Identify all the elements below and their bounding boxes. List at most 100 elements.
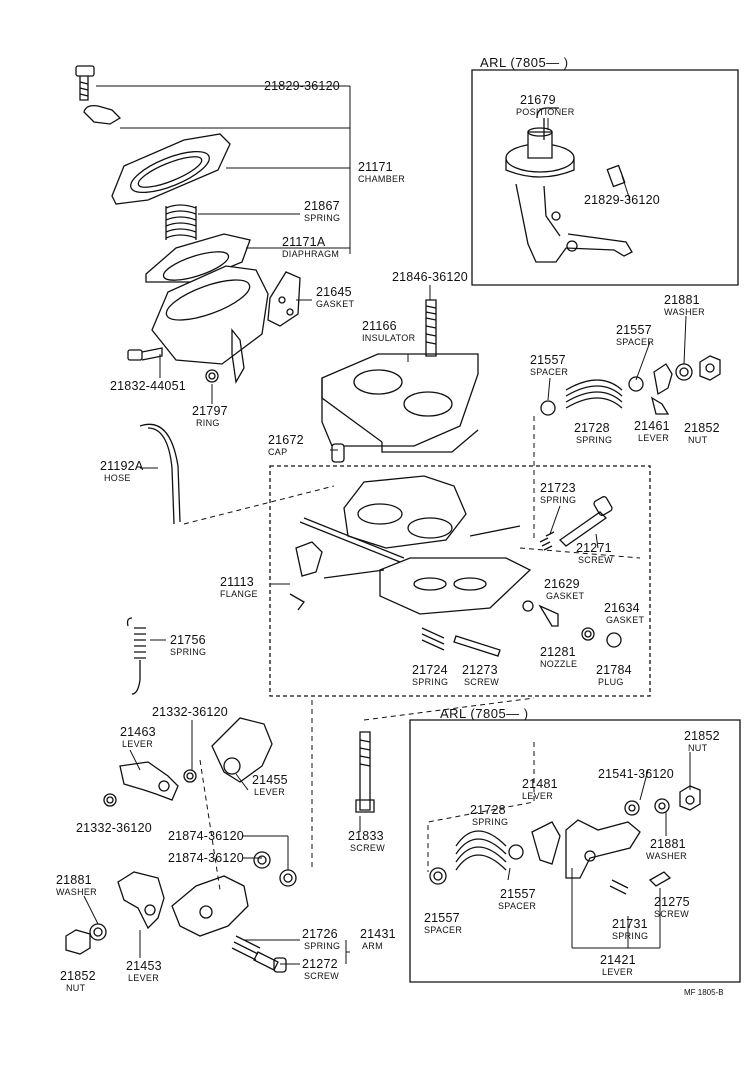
spring-21756-drawing — [128, 618, 147, 694]
label-21166-name: INSULATOR — [362, 333, 416, 343]
label-21731-name: SPRING — [612, 931, 649, 941]
label-21113-number: 21113 — [220, 575, 254, 589]
arl-lever-box — [410, 720, 740, 982]
lower-left-levers-drawing — [66, 718, 296, 972]
hose-drawing — [140, 424, 180, 524]
label-21421-number: 21421 — [600, 953, 636, 967]
label-21833-number: 21833 — [348, 829, 384, 843]
label-21166-number: 21166 — [362, 319, 397, 333]
label-21723-number: 21723 — [540, 481, 576, 495]
label-21867-number: 21867 — [304, 199, 340, 213]
label-21874-36120-a: 21874-36120 — [168, 829, 244, 843]
label-21874-36120-b: 21874-36120 — [168, 851, 244, 865]
label-21272-name: SCREW — [304, 971, 339, 981]
insulator-drawing — [322, 300, 478, 452]
label-21192a-name: HOSE — [104, 473, 131, 483]
flange-drawing — [290, 444, 621, 656]
label-21731-number: 21731 — [612, 917, 648, 931]
label-21881-c-number: 21881 — [650, 837, 686, 851]
label-21728-b-name: SPRING — [472, 817, 509, 827]
label-21829-36120-b: 21829-36120 — [584, 193, 660, 207]
label-21852-b-name: NUT — [66, 983, 86, 993]
label-21275-number: 21275 — [654, 895, 690, 909]
label-21192a-number: 21192A — [100, 459, 144, 473]
label-21634-number: 21634 — [604, 601, 640, 615]
label-21679-number: 21679 — [520, 93, 556, 107]
label-21171-name: CHAMBER — [358, 174, 406, 184]
label-21557-c-name: SPACER — [498, 901, 537, 911]
label-21171-number: 21171 — [358, 160, 393, 174]
label-21629-number: 21629 — [544, 577, 580, 591]
label-21421-name: LEVER — [602, 967, 634, 977]
label-21271-number: 21271 — [576, 541, 612, 555]
label-21455-name: LEVER — [254, 787, 286, 797]
arl-top-box-title: ARL (7805— ) — [480, 55, 569, 70]
label-21881-b-name: WASHER — [56, 887, 97, 897]
label-21272-number: 21272 — [302, 957, 338, 971]
label-21455-number: 21455 — [252, 773, 288, 787]
arl-bottom-box-title: ARL (7805— ) — [440, 706, 529, 721]
label-21463-number: 21463 — [120, 725, 156, 739]
chamber-assembly-drawing — [76, 66, 300, 382]
label-21557-d-number: 21557 — [424, 911, 460, 925]
label-21481-name: LEVER — [522, 791, 554, 801]
label-21557-a-number: 21557 — [616, 323, 652, 337]
label-21113-name: FLANGE — [220, 589, 258, 599]
label-21756-number: 21756 — [170, 633, 206, 647]
label-21557-a-name: SPACER — [616, 337, 655, 347]
label-21273-name: SCREW — [464, 677, 499, 687]
label-21431-number: 21431 — [360, 927, 396, 941]
label-21784-number: 21784 — [596, 663, 632, 677]
label-21852-c-number: 21852 — [684, 729, 720, 743]
label-21271-name: SCREW — [578, 555, 613, 565]
label-21273-number: 21273 — [462, 663, 498, 677]
label-21784-name: PLUG — [598, 677, 624, 687]
label-21481-number: 21481 — [522, 777, 558, 791]
label-21881-b-number: 21881 — [56, 873, 92, 887]
label-21852-a-name: NUT — [688, 435, 708, 445]
label-21645-name: GASKET — [316, 299, 355, 309]
label-21557-b-name: SPACER — [530, 367, 569, 377]
label-21846-36120: 21846-36120 — [392, 270, 468, 284]
label-21281-name: NOZZLE — [540, 659, 578, 669]
label-21171a-name: DIAPHRAGM — [282, 249, 340, 259]
label-21797-name: RING — [196, 418, 220, 428]
label-21453-name: LEVER — [128, 973, 160, 983]
label-21171a-number: 21171A — [282, 235, 326, 249]
positioner-drawing — [506, 108, 632, 262]
label-21541-36120: 21541-36120 — [598, 767, 674, 781]
leader-lines — [84, 86, 690, 964]
label-21723-name: SPRING — [540, 495, 577, 505]
label-21557-d-name: SPACER — [424, 925, 463, 935]
label-21833-name: SCREW — [350, 843, 385, 853]
label-21431-name: ARM — [362, 941, 383, 951]
label-21867-name: SPRING — [304, 213, 341, 223]
label-21724-name: SPRING — [412, 677, 449, 687]
dashed-connectors — [184, 416, 640, 890]
label-21463-name: LEVER — [122, 739, 154, 749]
label-21679-name: POSITIONER — [516, 107, 575, 117]
flange-dashed-box — [270, 466, 650, 696]
label-21852-a-number: 21852 — [684, 421, 720, 435]
label-21881-c-name: WASHER — [646, 851, 687, 861]
label-21881-a-number: 21881 — [664, 293, 700, 307]
label-21829-36120-a: 21829-36120 — [264, 79, 340, 93]
label-21724-number: 21724 — [412, 663, 448, 677]
arl-positioner-box — [472, 70, 738, 285]
top-right-lever-group-drawing — [541, 356, 720, 415]
label-21275-name: SCREW — [654, 909, 689, 919]
label-21634-name: GASKET — [606, 615, 645, 625]
label-21453-number: 21453 — [126, 959, 162, 973]
screw-21833-drawing — [356, 732, 374, 812]
arl-lever-group-drawing — [430, 786, 700, 894]
label-21852-c-name: NUT — [688, 743, 708, 753]
label-21557-c-number: 21557 — [500, 887, 536, 901]
label-21797-number: 21797 — [192, 404, 228, 418]
label-21672-number: 21672 — [268, 433, 304, 447]
label-21672-name: CAP — [268, 447, 288, 457]
label-21728-a-name: SPRING — [576, 435, 613, 445]
figure-reference-code: MF 1805-B — [684, 988, 724, 997]
label-21852-b-number: 21852 — [60, 969, 96, 983]
label-21728-a-number: 21728 — [574, 421, 610, 435]
